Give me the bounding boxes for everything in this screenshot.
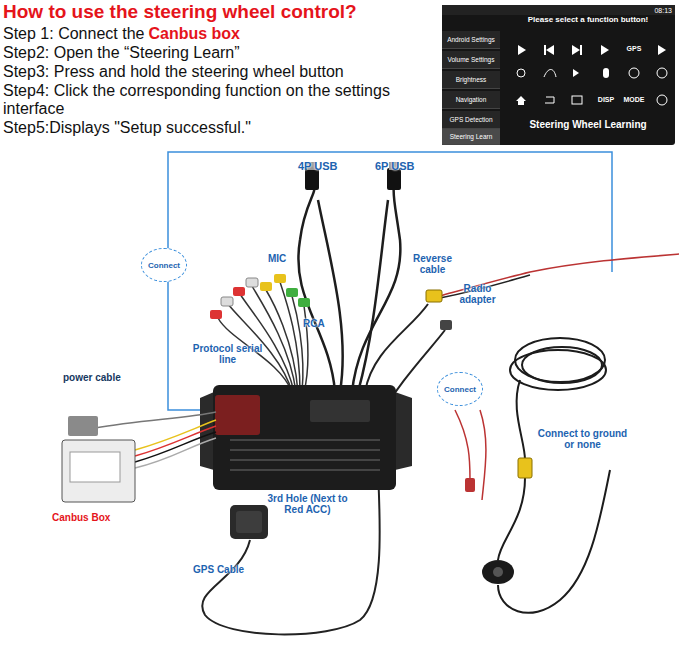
menu-item: GPS Detection [442, 111, 500, 129]
step-text: Step2: Open the “Steering Learn” [3, 44, 240, 62]
connect-text: Connect [444, 385, 476, 394]
part-label: 3rd Hole (Next to Red ACC) [265, 493, 350, 515]
heading: How to use the steering wheel control? [3, 1, 357, 22]
step-text: Step 1: Connect the [3, 25, 144, 43]
part-label: Protocol serial line [190, 343, 265, 365]
rca-plugs [210, 274, 310, 319]
screen-panel: 08:13Please select a function button! GPS… [442, 5, 675, 145]
menu-item: Brightness [442, 71, 500, 89]
connect-circle: Connect [437, 372, 483, 406]
part-label: RCA [303, 318, 325, 329]
part-label: 6P USB [375, 160, 415, 172]
gps-antenna [230, 505, 268, 539]
menu-item-active: Steering Learn [442, 129, 500, 145]
step-text: Step5:Displays "Setup successful." [3, 119, 251, 137]
gps-cable [202, 470, 380, 634]
part-label: Canbus Box [52, 512, 122, 523]
status-bar [442, 5, 675, 15]
camera-plugs [465, 458, 532, 584]
part-label: Connect to ground or none [535, 428, 630, 450]
menu-item: Volume Settings [442, 51, 500, 69]
step-text: Step3: Press and hold the steering wheel… [3, 63, 344, 81]
blue-bracket-line [168, 152, 612, 410]
menu-text: Navigation [456, 96, 487, 103]
part-label: GPS Cable [193, 564, 244, 575]
menu-text: Volume Settings [448, 56, 495, 63]
part-label: 4P USB [298, 160, 338, 172]
connect-circle: Connect [141, 248, 187, 282]
rca-bundle [218, 282, 308, 392]
screen-text: GPS [622, 45, 646, 53]
menu-item: Navigation [442, 91, 500, 109]
part-label: power cable [63, 372, 121, 383]
menu-item: Android Settings [442, 31, 500, 49]
connect-text: Connect [148, 261, 180, 270]
menu-text: Brightness [456, 76, 487, 83]
function-icons [516, 45, 667, 105]
menu-text: GPS Detection [450, 116, 493, 123]
screen-caption: Steering Wheel Learning [504, 119, 672, 130]
menu-text: Android Settings [447, 36, 495, 43]
head-unit [200, 385, 412, 490]
screen-text: MODE [620, 96, 648, 104]
screen-text: 08:13 [634, 7, 672, 15]
step-highlight: Canbus box [148, 25, 240, 43]
step-text: Step4: Click the corresponding function … [3, 82, 398, 118]
menu-text: Steering Learn [450, 133, 493, 140]
canbus-box [62, 416, 135, 502]
part-label: Radio adapter [450, 283, 505, 305]
screen-text: Please select a function button! [504, 16, 672, 25]
screen-text: DISP [592, 96, 620, 104]
usb-cables [298, 185, 400, 392]
reverse-plug [426, 290, 442, 302]
part-label: Reverse cable [405, 253, 460, 275]
part-label: MIC [268, 253, 286, 264]
